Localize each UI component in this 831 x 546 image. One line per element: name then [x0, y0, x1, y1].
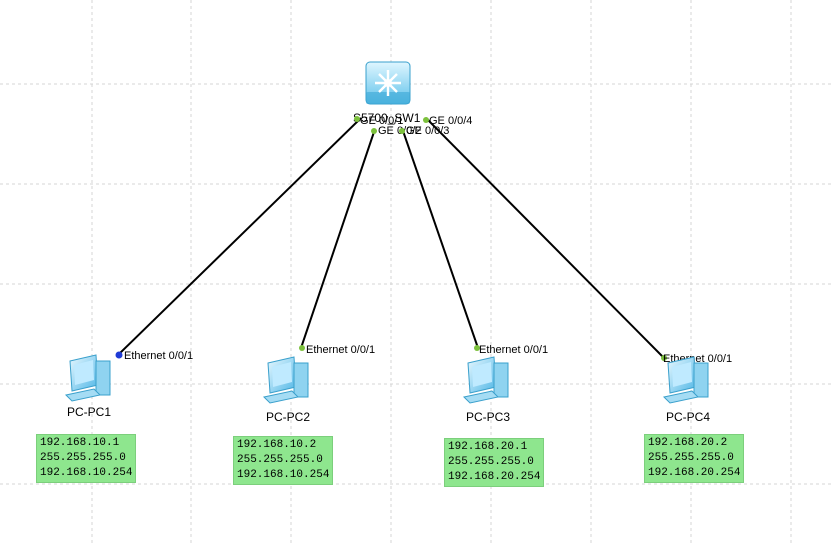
ip-config-box-pc3: 192.168.20.1 255.255.255.0 192.168.20.25…	[444, 438, 545, 487]
gateway: 192.168.10.254	[40, 467, 133, 479]
subnet-mask: 255.255.255.0	[237, 454, 323, 466]
port-dot-ge1[interactable]	[354, 116, 360, 122]
ip-address: 192.168.20.2	[648, 437, 728, 449]
pc-name-label-1: PC-PC1	[67, 405, 111, 419]
port-label-ge4: GE 0/0/4	[429, 115, 472, 127]
ip-address: 192.168.20.1	[448, 441, 528, 453]
link-pc3[interactable]	[401, 127, 479, 349]
pc-device-2[interactable]	[262, 356, 309, 404]
pc-icon	[64, 354, 111, 402]
port-label-pc2: Ethernet 0/0/1	[306, 344, 375, 356]
ip-address: 192.168.10.1	[40, 437, 120, 449]
port-dot-pc2[interactable]	[299, 345, 305, 351]
link-pc2[interactable]	[300, 128, 376, 349]
switch-name-label: S5700_SW1	[353, 111, 421, 125]
pc-name-label-4: PC-PC4	[666, 410, 710, 424]
pc-name-label-3: PC-PC3	[466, 410, 510, 424]
port-label-pc3: Ethernet 0/0/1	[479, 344, 548, 356]
port-dot-ge3[interactable]	[399, 128, 405, 134]
pc-icon	[462, 356, 509, 404]
pc-icon	[262, 356, 309, 404]
switch-device[interactable]	[365, 61, 411, 105]
ip-config-box-pc1: 192.168.10.1 255.255.255.0 192.168.10.25…	[36, 434, 137, 483]
subnet-mask: 255.255.255.0	[648, 452, 734, 464]
gateway: 192.168.20.254	[448, 471, 541, 483]
port-dot-pc4[interactable]	[661, 355, 667, 361]
port-label-pc1: Ethernet 0/0/1	[124, 350, 193, 362]
link-pc4[interactable]	[425, 117, 665, 359]
pc-device-1[interactable]	[64, 354, 111, 402]
pc-device-4[interactable]	[662, 356, 709, 404]
pc-name-label-2: PC-PC2	[266, 410, 310, 424]
port-dot-pc1[interactable]	[115, 351, 123, 359]
port-label-ge1: GE 0/0/1	[360, 115, 403, 127]
gateway: 192.168.10.254	[237, 469, 330, 481]
switch-ports: GE 0/0/1 GE 0/0/2 GE 0/0/3 GE 0/0/4	[354, 115, 472, 137]
port-dot-ge4[interactable]	[423, 117, 429, 123]
pc-icon	[662, 356, 709, 404]
ip-address: 192.168.10.2	[237, 439, 317, 451]
gateway: 192.168.20.254	[648, 467, 741, 479]
ip-config-box-pc4: 192.168.20.2 255.255.255.0 192.168.20.25…	[644, 434, 745, 483]
pc-device-3[interactable]	[462, 356, 509, 404]
pc-ports: Ethernet 0/0/1 Ethernet 0/0/1 Ethernet 0…	[115, 344, 732, 365]
port-label-ge3: GE 0/0/3	[406, 125, 449, 137]
link-pc1[interactable]	[117, 117, 362, 356]
links	[117, 117, 665, 359]
subnet-mask: 255.255.255.0	[40, 452, 126, 464]
port-dot-ge2[interactable]	[371, 128, 377, 134]
subnet-mask: 255.255.255.0	[448, 456, 534, 468]
ip-config-box-pc2: 192.168.10.2 255.255.255.0 192.168.10.25…	[233, 436, 334, 485]
port-dot-pc3[interactable]	[474, 345, 480, 351]
